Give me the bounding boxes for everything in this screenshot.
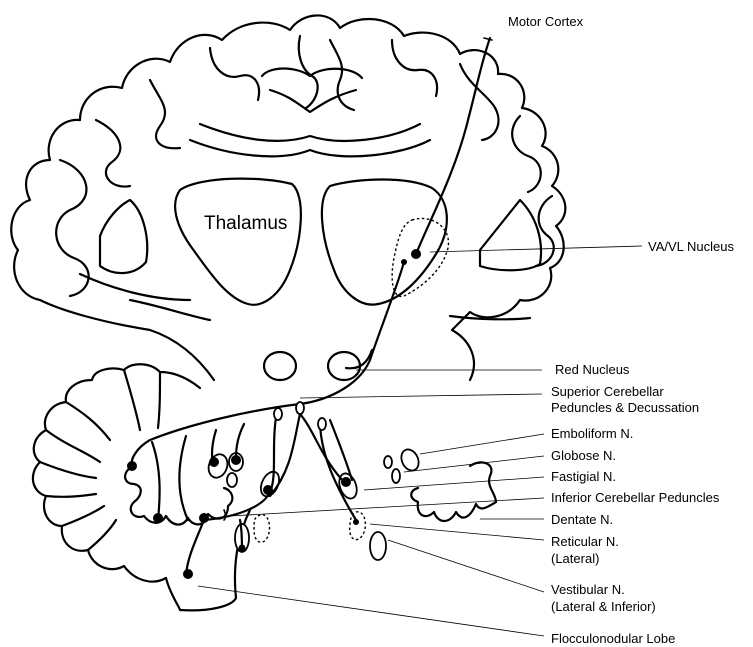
emboliform-nucleus-right <box>400 448 420 472</box>
globose-nucleus-left-b <box>226 472 238 488</box>
thalamus-label: Thalamus <box>204 213 287 234</box>
cerebrum-outline <box>10 14 567 382</box>
label-superior-cerebellar: Superior Cerebellar <box>551 384 664 399</box>
label-peduncles-decussation: Peduncles & Decussation <box>551 400 699 415</box>
cerebellum-outline <box>31 363 252 612</box>
label-inferior-cerebellar-peduncles: Inferior Cerebellar Peduncles <box>551 490 720 505</box>
label-dentate: Dentate N. <box>551 512 613 527</box>
red-nucleus-right <box>326 350 362 382</box>
lenticular-right <box>478 198 543 272</box>
label-emboliform: Emboliform N. <box>551 426 633 441</box>
label-fastigial: Fastigial N. <box>551 469 616 484</box>
globose-nucleus-right-b <box>391 468 401 484</box>
vestibular-nucleus-right <box>369 531 387 561</box>
globose-nucleus-right-a <box>383 455 393 469</box>
label-globose: Globose N. <box>551 448 616 463</box>
emboliform-nucleus-left <box>207 453 229 479</box>
thalamus-right <box>320 178 448 306</box>
dentate-nucleus-right <box>410 461 498 523</box>
va-vl-nucleus-outline <box>391 217 450 298</box>
fiber-pathways <box>130 36 493 576</box>
label-reticular-lateral: (Lateral) <box>551 551 599 566</box>
lenticular-left <box>98 198 149 275</box>
cell-bodies <box>127 249 421 579</box>
label-flocculonodular-lobe: Flocculonodular Lobe <box>551 631 675 646</box>
label-vestibular-lateral-inferior: (Lateral & Inferior) <box>551 599 656 614</box>
labels: Motor Cortex VA/VL Nucleus Red Nucleus S… <box>508 14 734 646</box>
red-nucleus-left <box>262 350 298 382</box>
label-motor-cortex: Motor Cortex <box>508 14 584 29</box>
leader-lines <box>197 245 643 637</box>
label-va-vl-nucleus: VA/VL Nucleus <box>648 239 734 254</box>
label-vestibular: Vestibular N. <box>551 582 625 597</box>
reticular-nucleus-left <box>253 514 271 543</box>
reticular-nucleus-right <box>348 511 367 541</box>
label-red-nucleus: Red Nucleus <box>555 362 630 377</box>
thalamus-left <box>174 177 302 306</box>
label-reticular: Reticular N. <box>551 534 619 549</box>
